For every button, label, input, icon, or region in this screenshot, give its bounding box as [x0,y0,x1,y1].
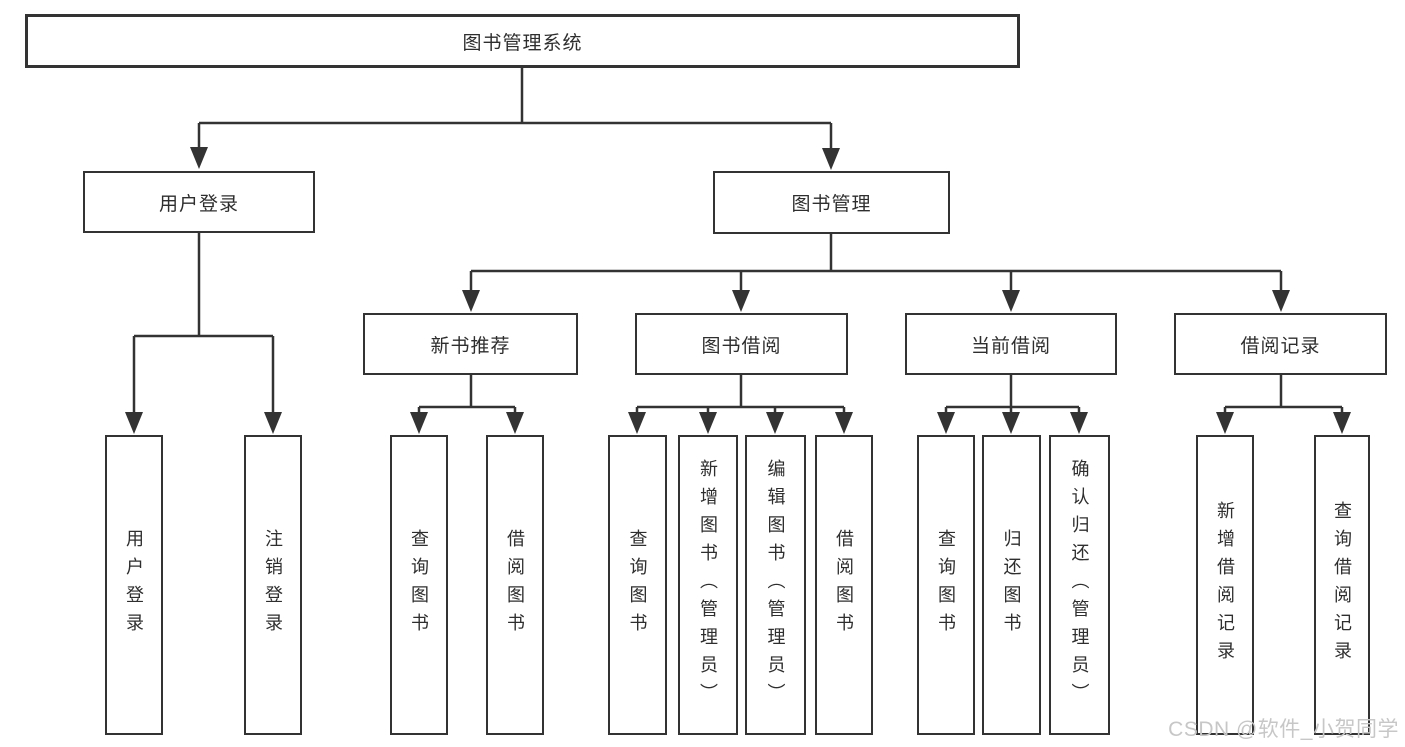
leaf-label: 借阅图书 [505,529,525,641]
leaf-borrow-books-borrowing: 借阅图书 [815,435,873,735]
node-current-borrowing: 当前借阅 [905,313,1117,375]
node-label: 用户登录 [158,193,239,215]
leaf-label: 借阅图书 [834,529,854,641]
leaf-label: 新增借阅记录 [1215,501,1235,669]
leaf-add-borrow-record: 新增借阅记录 [1196,435,1254,735]
node-label: 借阅记录 [1240,335,1321,357]
leaf-label: 查询图书 [627,529,648,641]
leaf-query-books-recommend: 查询图书 [390,435,448,735]
leaf-label: 查询图书 [409,529,429,641]
node-book-management: 图书管理 [713,171,950,234]
leaf-query-books-borrowing: 查询图书 [608,435,667,735]
node-user-login: 用户登录 [83,171,315,233]
leaf-label: 查询借阅记录 [1332,501,1352,669]
node-label: 新书推荐 [430,335,511,357]
leaf-label: 确认归还（管理员） [1069,459,1090,711]
leaf-query-borrow-record: 查询借阅记录 [1314,435,1370,735]
node-borrowing-records: 借阅记录 [1174,313,1387,375]
node-label: 图书借阅 [701,335,782,357]
leaf-confirm-return-admin: 确认归还（管理员） [1049,435,1110,735]
node-label: 当前借阅 [970,335,1051,357]
leaf-label: 新增图书（管理员） [698,459,718,711]
leaf-logout: 注销登录 [244,435,302,735]
leaf-label: 用户登录 [124,529,144,641]
leaf-query-books-current: 查询图书 [917,435,975,735]
leaf-label: 查询图书 [936,529,956,641]
node-new-book-recommendation: 新书推荐 [363,313,578,375]
leaf-label: 归还图书 [1001,529,1022,641]
leaf-label: 编辑图书（管理员） [765,459,786,711]
leaf-label: 注销登录 [263,529,283,641]
csdn-watermark: CSDN @软件_小贺同学 [1168,718,1399,741]
node-label: 图书管理系统 [462,32,583,54]
leaf-borrow-books-recommend: 借阅图书 [486,435,544,735]
node-label: 图书管理 [791,194,872,215]
node-book-borrowing: 图书借阅 [635,313,848,375]
arrowheads [125,147,1351,434]
leaf-user-login: 用户登录 [105,435,163,735]
leaf-edit-book-admin: 编辑图书（管理员） [745,435,806,735]
node-library-management-system: 图书管理系统 [25,14,1020,68]
leaf-add-book-admin: 新增图书（管理员） [678,435,738,735]
leaf-return-book: 归还图书 [982,435,1041,735]
